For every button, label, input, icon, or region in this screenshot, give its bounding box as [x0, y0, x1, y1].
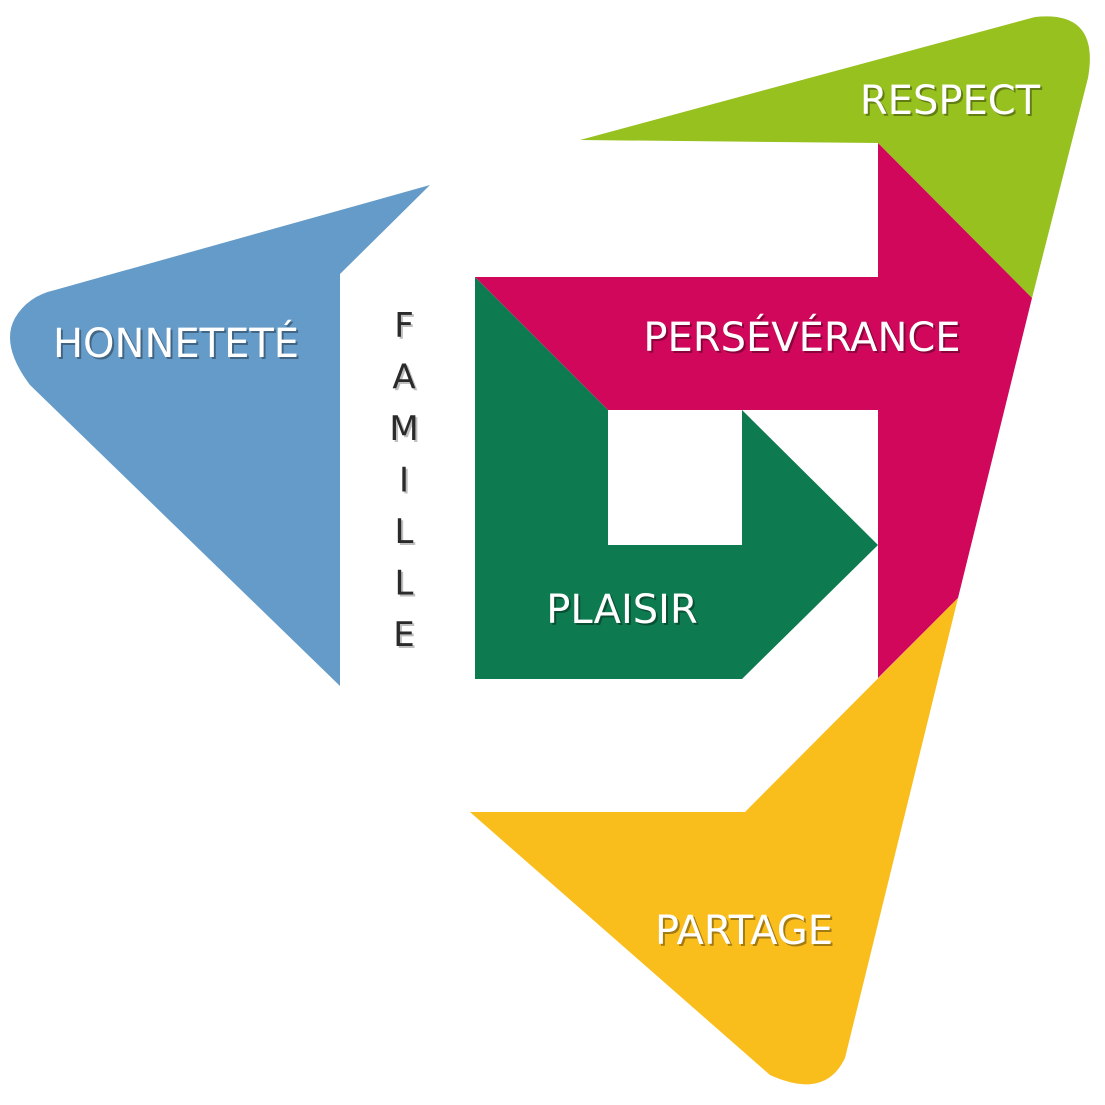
famille-letter-shadow: L: [397, 566, 416, 606]
respect-shape: [580, 16, 1090, 298]
plaisir-label-shadow: PLAISIR: [548, 589, 699, 635]
honnetete-label-shadow: HONNETETÉ: [55, 321, 301, 369]
famille-letter-shadow: F: [396, 308, 416, 348]
perseverance-shape: [475, 143, 1032, 678]
partage-label-shadow: PARTAGE: [657, 910, 835, 956]
perseverance-label-group: PERSÉVÉRANCE PERSÉVÉRANCE: [643, 313, 962, 363]
famille-letter-shadow: L: [397, 514, 416, 554]
famille-letter: F: [394, 306, 414, 346]
honnetete-label: HONNETETÉ: [53, 319, 299, 367]
partage-shape: [470, 598, 958, 1085]
honnetete-shape: [10, 185, 430, 686]
famille-letter: L: [395, 512, 414, 552]
famille-letter-shadow: E: [395, 617, 416, 657]
famille-letter: A: [392, 358, 415, 398]
respect-label-group: RESPECT RESPECT: [860, 78, 1043, 126]
respect-label: RESPECT: [860, 78, 1041, 124]
partage-label-group: PARTAGE PARTAGE: [655, 908, 835, 956]
famille-letter: M: [389, 409, 418, 449]
partage-label: PARTAGE: [655, 908, 833, 954]
plaisir-label: PLAISIR: [546, 587, 697, 633]
perseverance-label: PERSÉVÉRANCE: [643, 313, 960, 361]
plaisir-label-group: PLAISIR PLAISIR: [546, 587, 699, 635]
famille-letter: I: [399, 461, 409, 501]
famille-letter-shadow: I: [401, 463, 411, 503]
famille-letter: L: [395, 564, 414, 604]
perseverance-label-shadow: PERSÉVÉRANCE: [645, 315, 962, 363]
famille-letter-shadow: A: [394, 360, 417, 400]
honnetete-label-group: HONNETETÉ HONNETETÉ: [53, 319, 301, 369]
famille-letter-shadow: M: [391, 411, 420, 451]
famille-letter: E: [393, 615, 414, 655]
respect-label-shadow: RESPECT: [862, 80, 1043, 126]
plaisir-shape: [475, 277, 878, 679]
